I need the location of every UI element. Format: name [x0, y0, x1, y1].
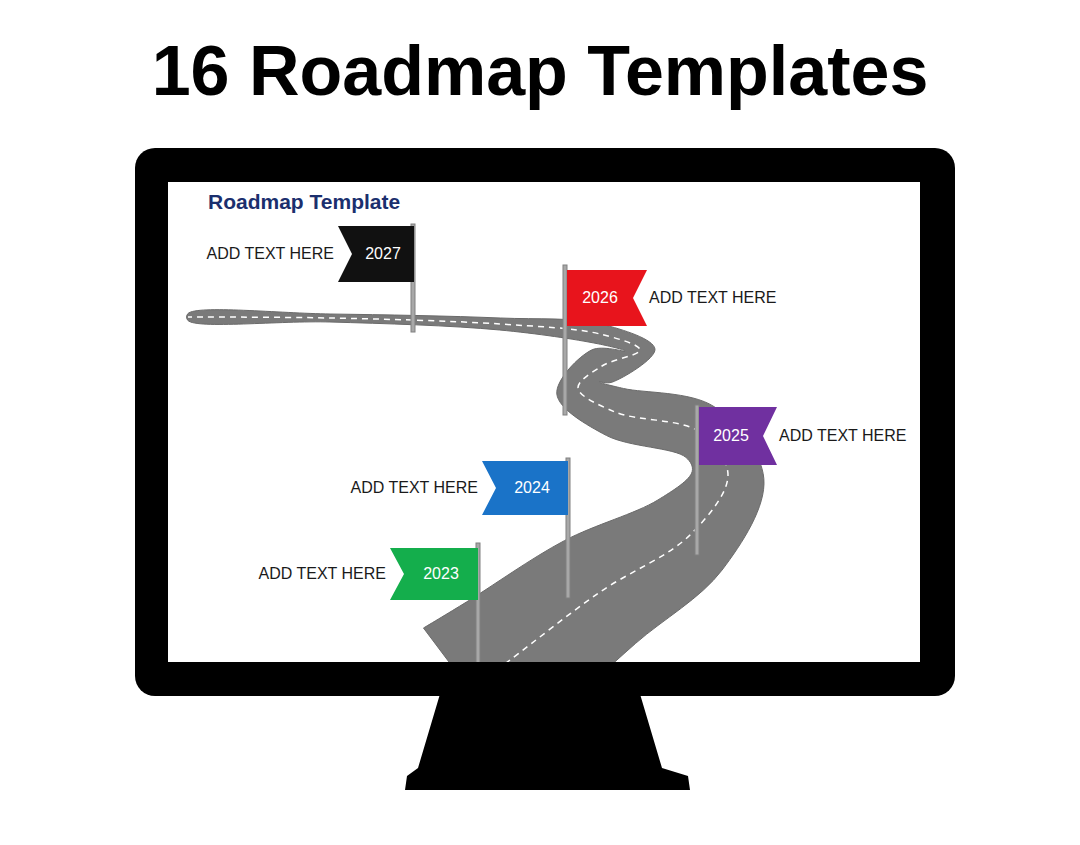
flag-pole [563, 265, 567, 415]
milestone-text: ADD TEXT HERE [779, 428, 906, 444]
flag-shape: 2024 [482, 461, 568, 515]
page-title: 16 Roadmap Templates [0, 36, 1080, 106]
flag-pole [695, 405, 699, 555]
flag-body [338, 226, 414, 282]
milestone-flag: 2026ADD TEXT HERE [567, 270, 647, 326]
flag-shape: 2027 [338, 226, 414, 282]
flag-body [699, 407, 777, 465]
year-label: 2024 [514, 480, 550, 496]
milestone-flag: 2023ADD TEXT HERE [390, 548, 478, 600]
milestone-text: ADD TEXT HERE [259, 566, 386, 582]
slide-heading: Roadmap Template [208, 190, 400, 214]
flag-body [390, 548, 478, 600]
year-label: 2023 [423, 566, 459, 582]
flag-body [482, 461, 568, 515]
flag-shape: 2026 [567, 270, 647, 326]
milestone-flag: 2024ADD TEXT HERE [482, 461, 568, 515]
year-label: 2025 [713, 428, 749, 444]
flag-body [567, 270, 647, 326]
milestone-flag: 2027ADD TEXT HERE [338, 226, 414, 282]
flag-shape: 2025 [699, 407, 777, 465]
road-center-line [188, 317, 728, 662]
milestone-text: ADD TEXT HERE [649, 290, 776, 306]
monitor-stand [405, 694, 690, 790]
milestone-flag: 2025ADD TEXT HERE [699, 407, 777, 465]
flag-shape: 2023 [390, 548, 478, 600]
year-label: 2027 [365, 246, 401, 262]
milestone-text: ADD TEXT HERE [207, 246, 334, 262]
road [187, 310, 764, 662]
milestone-text: ADD TEXT HERE [351, 480, 478, 496]
year-label: 2026 [582, 290, 618, 306]
